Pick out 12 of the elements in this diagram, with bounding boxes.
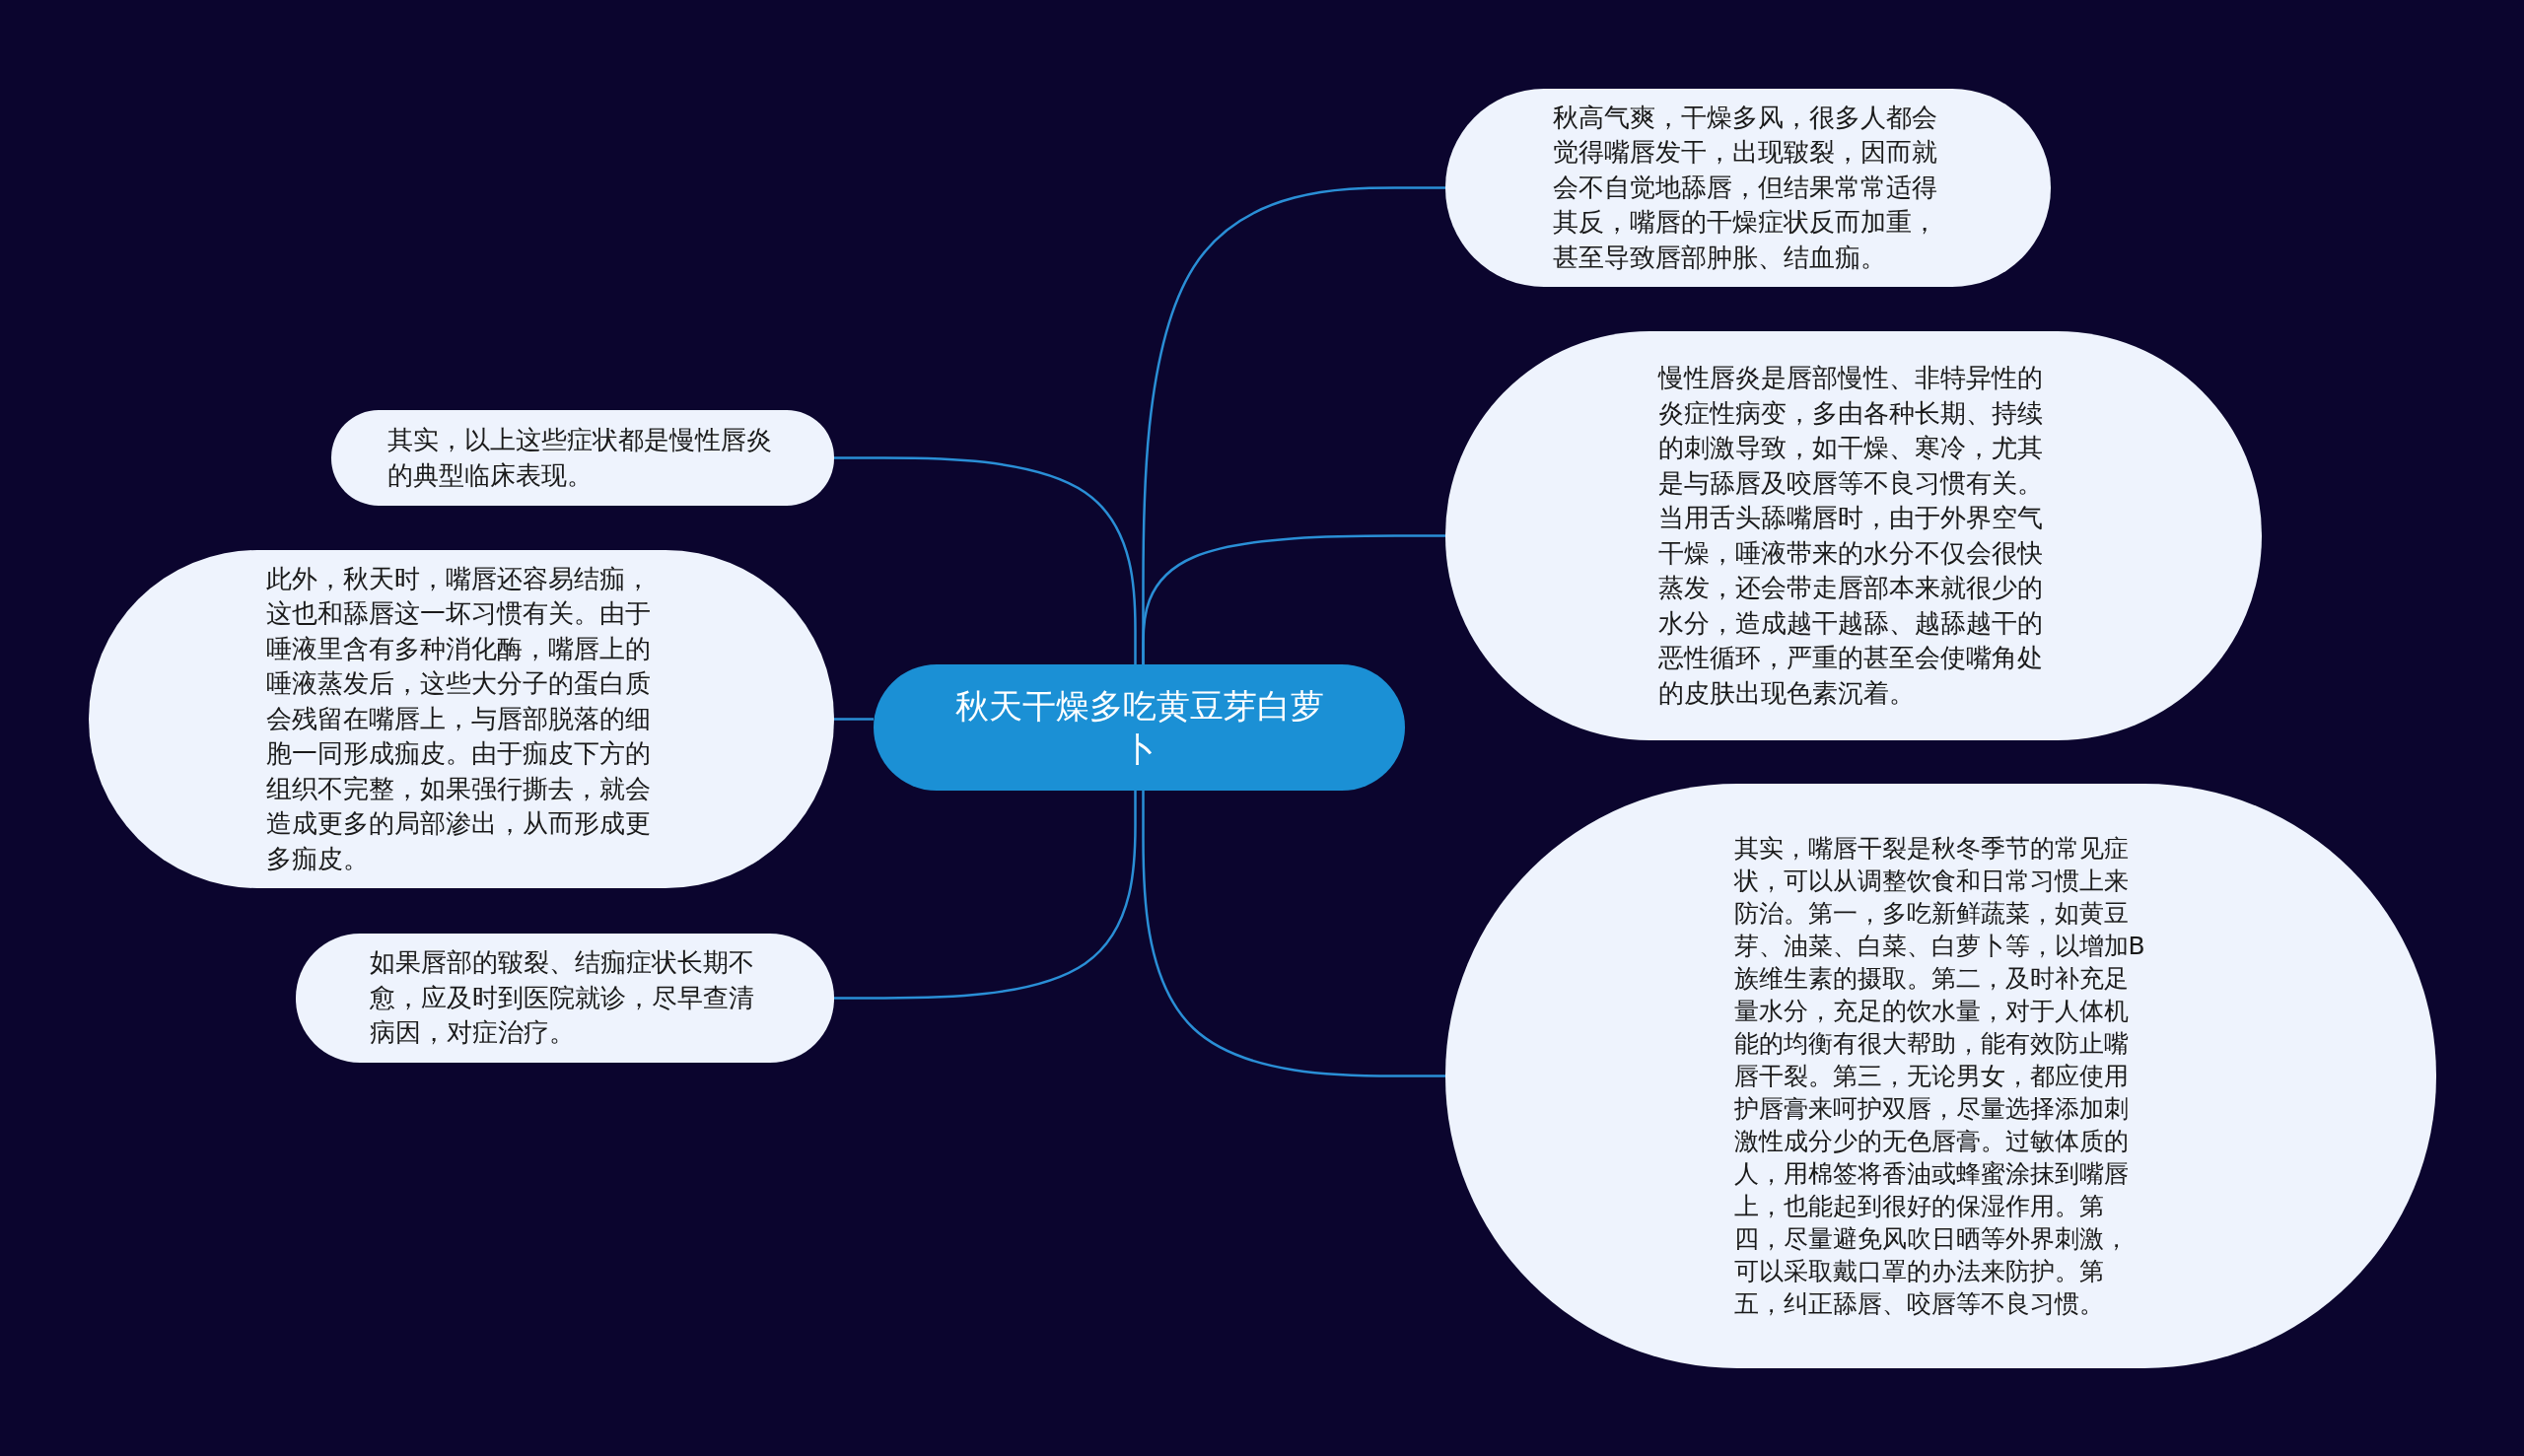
central-topic-text: 秋天干燥多吃黄豆芽白萝卜 [953,685,1325,771]
topic-text: 秋高气爽，干燥多风，很多人都会觉得嘴唇发干，出现皲裂，因而就会不自觉地舔唇，但结果常常适得其反，嘴唇的干燥症状反而加重，甚至导致唇部肿胀、结血痂。 [1553,101,1938,274]
topic-text: 其实，嘴唇干裂是秋冬季节的常见症状，可以从调整饮食和日常习惯上来防治。第一，多吃新鲜蔬菜，如黄豆芽、油菜、白菜、白萝卜等，以增加B族维生素的摄取。第二，及时补充足量水分，充足的饮水量，对于人体机能的均衡有很大帮助，能有效防止嘴唇干裂。第三，无论男女，都应使用护唇膏来呵护双唇，尽量选择添加刺激性成分少的无色唇膏。过敏体质的人，用棉签将香油或蜂蜜涂抹到嘴唇上，也能起到很好的保湿作用。第四，尽量避免风吹日晒等外界刺激，可以采取戴口罩的办法来防护。第五，纠正舔唇、咬唇等不良习惯。 [1733,833,2146,1320]
topic-text: 慢性唇炎是唇部慢性、非特异性的炎症性病变，多由各种长期、持续的刺激导致，如干燥、寒冷，尤其是与舔唇及咬唇等不良习惯有关。当用舌头舔嘴唇时，由于外界空气干燥，唾液带来的水分不仅会很快蒸发，还会带走唇部本来就很少的水分，造成越干越舔、越舔越干的恶性循环，严重的甚至会使嘴角处的皮肤出现色素沉着。 [1658,362,2044,710]
topic-text: 此外，秋天时，嘴唇还容易结痂，这也和舔唇这一坏习惯有关。由于唾液里含有多种消化酶，嘴唇上的唾液蒸发后，这些大分子的蛋白质会残留在嘴唇上，与唇部脱落的细胞一同形成痂皮。由于痂皮下方的组织不完整，如果强行撕去，就会造成更多的局部渗出，从而形成更多痂皮。 [266,562,652,875]
connector-line [834,791,1137,1000]
connector-line [834,456,1137,664]
connector-line [1142,791,1445,1077]
topic-text: 如果唇部的皲裂、结痂症状长期不愈，应及时到医院就诊，尽早查清病因，对症治疗。 [370,946,755,1050]
topic-text: 其实，以上这些症状都是慢性唇炎的典型临床表现。 [387,424,773,492]
connector-line [1142,534,1445,664]
connector-line [834,718,874,721]
